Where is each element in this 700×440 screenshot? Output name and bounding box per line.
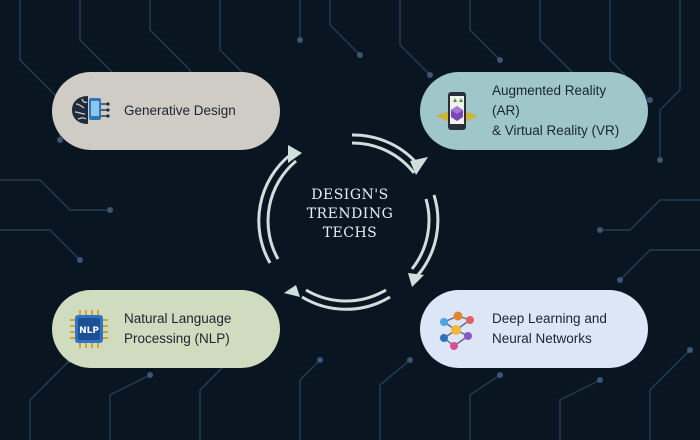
card-nlp[interactable]: NLP Natural Language Processing (NLP)	[52, 290, 280, 368]
nlp-chip-icon: NLP	[66, 306, 112, 352]
card-ar-vr[interactable]: Augmented Reality (AR) & Virtual Reality…	[420, 72, 648, 150]
card-label: Deep Learning and Neural Networks	[492, 311, 607, 346]
ar-phone-icon	[434, 88, 480, 134]
center-title: DESIGN'S TRENDING TECHS	[306, 187, 394, 241]
card-generative-design[interactable]: Generative Design	[52, 72, 280, 150]
card-label: Natural Language Processing (NLP)	[124, 311, 232, 346]
ai-brain-icon	[66, 88, 112, 134]
card-label: Generative Design	[124, 103, 236, 118]
nlp-chip-text: NLP	[79, 326, 99, 336]
card-deep-learning[interactable]: Deep Learning and Neural Networks	[420, 290, 648, 368]
cycle-arrows	[257, 133, 440, 311]
neural-network-icon	[434, 306, 480, 352]
card-label: Augmented Reality (AR) & Virtual Reality…	[492, 83, 620, 138]
